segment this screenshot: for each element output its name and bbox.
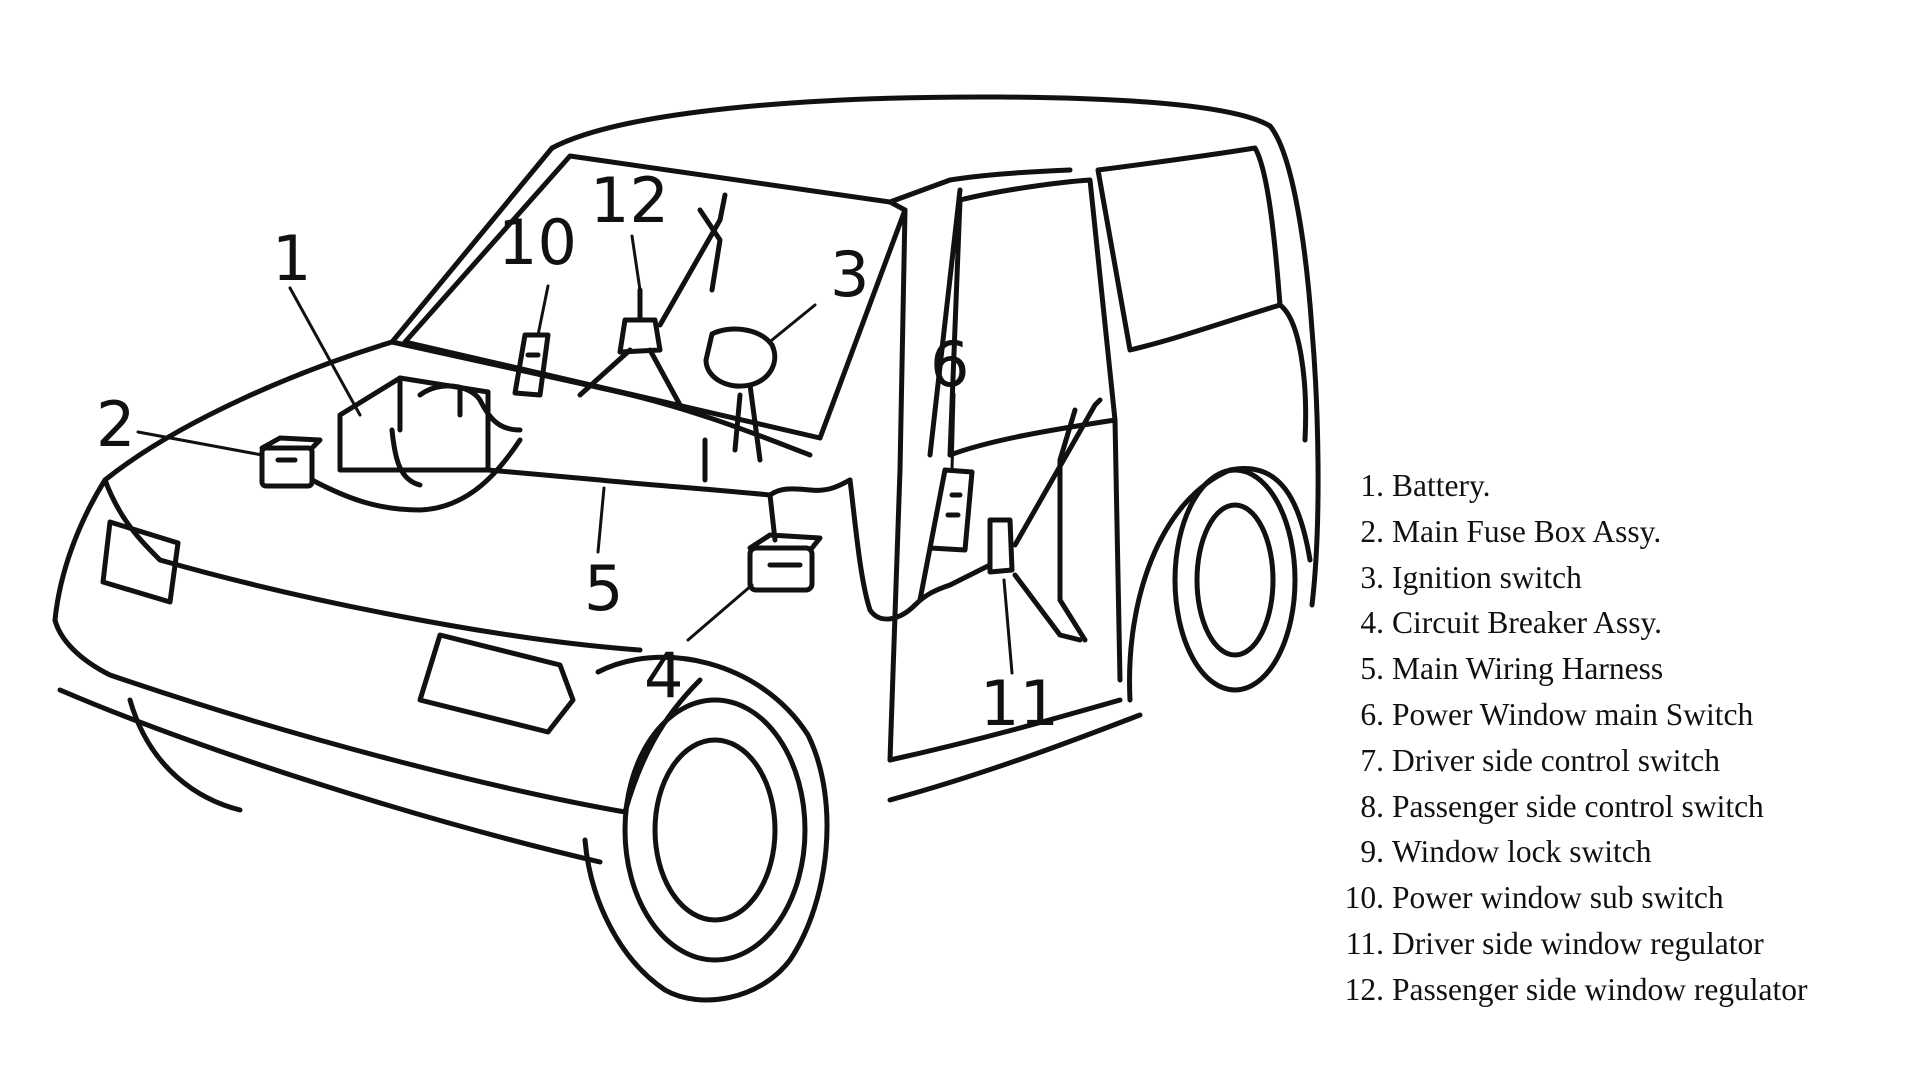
legend-item: 8.Passenger side control switch [1360,788,1764,824]
legend-item: 9.Window lock switch [1360,834,1652,870]
callout-10: 10 [498,206,577,279]
callout-2: 2 [96,388,136,461]
callout-1: 1 [272,222,312,295]
legend-item: 7.Driver side control switch [1360,742,1721,778]
leader-lines [136,234,1014,675]
component-main-fuse-box [259,435,323,489]
legend-item: 6.Power Window main Switch [1360,696,1754,732]
legend-item: 12.Passenger side window regulator [1344,971,1808,1007]
component-passenger-window-regulator [577,192,728,408]
wiring-harness [309,383,993,622]
legend-list: 1.Battery. 2.Main Fuse Box Assy. 3.Ignit… [1318,463,1808,1013]
callout-3: 3 [830,238,870,311]
legend-item: 10.Power window sub switch [1344,880,1724,916]
component-power-window-main-switch [927,467,975,553]
callout-4: 4 [644,639,684,712]
callout-11: 11 [980,667,1059,740]
callout-5: 5 [584,552,624,625]
legend-item: 1.Battery. [1360,468,1491,503]
component-circuit-breaker [747,532,823,593]
legend-item: 2.Main Fuse Box Assy. [1360,513,1662,549]
component-battery [337,375,491,473]
legend-item: 11.Driver side window regulator [1345,925,1764,961]
component-ignition-switch [703,326,778,463]
callout-12: 12 [590,164,669,237]
component-power-window-sub-switch [512,332,551,398]
legend-item: 3.Ignition switch [1360,559,1582,595]
vehicle-body-outline [52,94,1321,1003]
component-driver-window-regulator [987,397,1103,643]
callout-6: 6 [930,328,970,401]
legend-item: 5.Main Wiring Harness [1360,651,1664,687]
legend-item: 4.Circuit Breaker Assy. [1360,605,1663,641]
